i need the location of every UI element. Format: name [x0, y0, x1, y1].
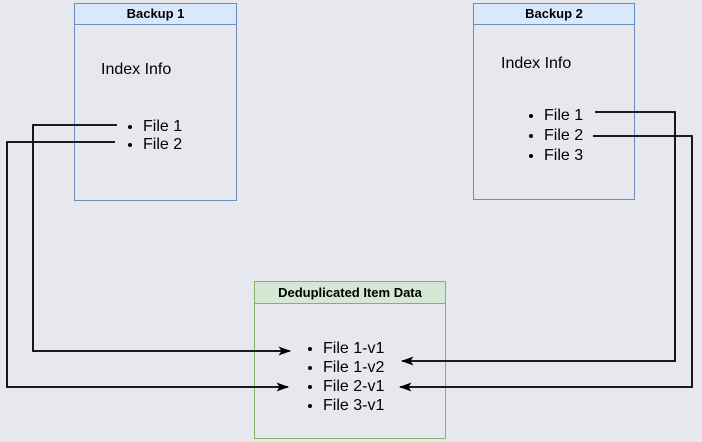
backup2-box: Backup 2 Index Info File 1 File 2 File 3	[473, 3, 635, 200]
list-item: File 1	[544, 106, 583, 126]
backup1-title: Backup 1	[75, 4, 236, 25]
dedup-title: Deduplicated Item Data	[255, 282, 445, 304]
backup1-file-list: File 1 File 2	[128, 118, 182, 154]
list-item: File 3	[544, 146, 583, 166]
list-item: File 1	[143, 118, 182, 136]
list-item: File 2	[544, 126, 583, 146]
list-item: File 1-v1	[323, 339, 384, 358]
backup1-box: Backup 1 Index Info File 1 File 2	[74, 3, 237, 201]
list-item: File 3-v1	[323, 396, 384, 415]
list-item: File 1-v2	[323, 358, 384, 377]
dedup-item-list: File 1-v1 File 1-v2 File 2-v1 File 3-v1	[308, 339, 384, 415]
list-item: File 2	[143, 136, 182, 154]
backup2-subtitle: Index Info	[501, 55, 572, 72]
list-item: File 2-v1	[323, 377, 384, 396]
backup2-title: Backup 2	[474, 4, 634, 25]
dedup-box: Deduplicated Item Data File 1-v1 File 1-…	[254, 281, 446, 439]
backup1-subtitle: Index Info	[101, 61, 172, 78]
backup2-file-list: File 1 File 2 File 3	[529, 106, 583, 166]
